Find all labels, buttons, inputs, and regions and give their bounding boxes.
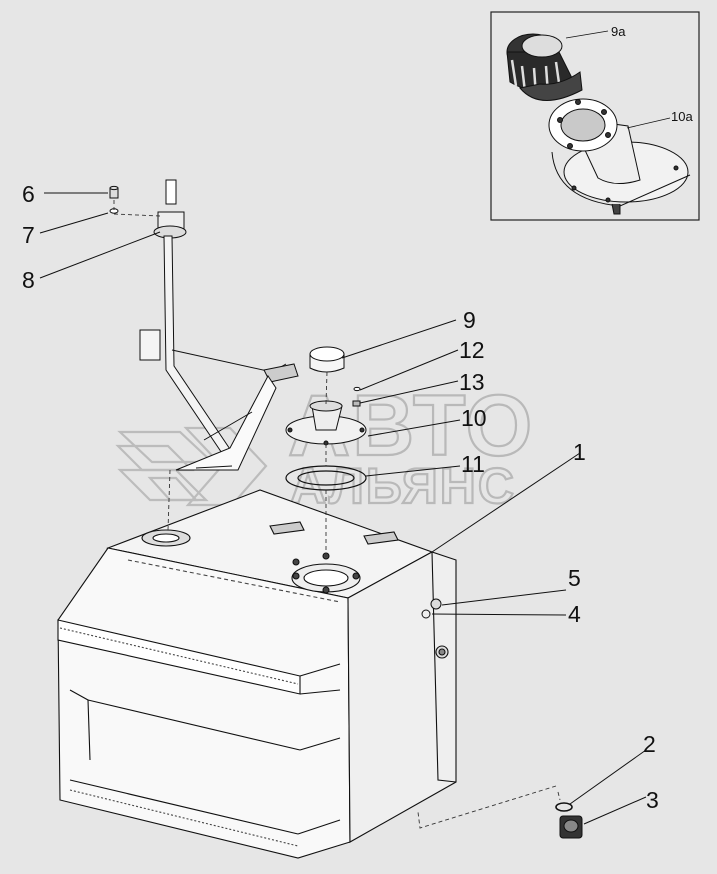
filler-neck-detail [548,98,691,215]
callout-2: 2 [643,731,656,757]
callout-8: 8 [22,267,35,293]
fuel-level-sender [139,179,299,471]
callouts: 6 7 8 9 12 13 10 11 1 5 4 2 3 [22,181,659,813]
callout-4: 4 [568,601,581,627]
filler-neck-flange [285,400,367,446]
side-fitting [421,598,442,619]
callout-11: 11 [461,451,485,477]
inset-detail-box: 9a 10a [490,11,700,221]
drain-seal-ring [555,802,573,812]
bolt [109,185,119,199]
callout-9: 9 [463,307,476,333]
assembly-lines [113,200,561,829]
callout-5: 5 [568,565,581,591]
callout-3: 3 [646,787,659,813]
filler-cap [309,346,345,373]
small-washer [353,386,361,392]
small-nut [352,400,361,407]
callout-9a: 9a [611,24,626,39]
callout-6: 6 [22,181,35,207]
filler-cap-detail [506,33,583,101]
callout-7: 7 [22,222,35,248]
callout-10: 10 [461,405,487,431]
fuel-tank [57,489,457,859]
drain-plug [559,815,583,839]
callout-1: 1 [573,439,586,465]
callout-13: 13 [459,369,485,395]
leader-lines [39,192,647,825]
callout-10a: 10a [671,109,693,124]
callout-12: 12 [459,337,485,363]
